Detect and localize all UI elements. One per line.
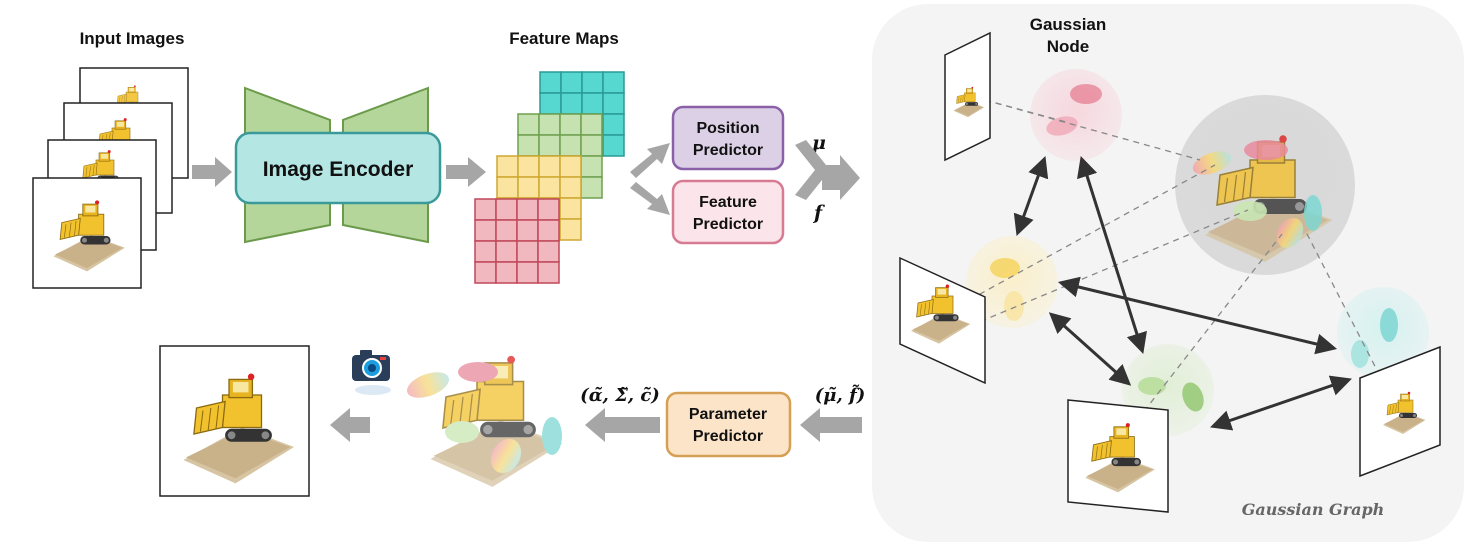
image-encoder-label: Image Encoder [263, 158, 414, 181]
position-predictor-line2: Predictor [693, 142, 763, 159]
input-images-stack [32, 67, 189, 289]
gaussian-graph-caption: Gaussian Graph [1242, 500, 1385, 519]
f-symbol: f [812, 202, 825, 224]
arrow-scene-to-render [330, 408, 370, 442]
parameter-predictor-line1: Parameter [689, 406, 767, 423]
rendered-output-image [159, 345, 310, 497]
gaussian-scene [406, 355, 564, 488]
arrow-parameter-to-gaussians [585, 408, 660, 442]
mu-f-tilde-label: (μ̃, f̃) [815, 384, 865, 406]
parameter-predictor-line2: Predictor [693, 428, 763, 445]
gaussian-node-line2: Node [1047, 37, 1090, 56]
camera-view-right [1359, 345, 1441, 478]
camera-view-top [944, 31, 991, 162]
feature-map-layer-4 [474, 198, 560, 284]
gaussian-sphere-red [1030, 69, 1122, 161]
position-predictor: Position Predictor [671, 105, 785, 171]
alpha-sigma-c-tilde-label: (α̃, Σ̃, c̃) [580, 385, 660, 406]
feature-predictor-line2: Predictor [693, 216, 763, 233]
feature-maps-stack [474, 71, 625, 284]
feature-maps-label: Feature Maps [509, 29, 619, 48]
position-predictor-line1: Position [696, 120, 759, 137]
arrow-fmap-to-feature [630, 182, 670, 215]
arrow-fmap-to-position [630, 143, 670, 178]
camera-view-bottom [1067, 399, 1169, 513]
image-encoder: Image Encoder [234, 86, 442, 244]
camera-view-left [899, 256, 986, 385]
graph-edges [1013, 155, 1352, 431]
gaussian-sphere-yellow [966, 236, 1058, 328]
mu-symbol: μ [812, 132, 826, 154]
arrow-graph-to-parameter [800, 408, 862, 442]
gaussian-node-line1: Gaussian [1030, 15, 1107, 34]
arrow-images-to-encoder [192, 157, 232, 187]
arrow-encoder-to-featuremaps [446, 157, 486, 187]
parameter-predictor: Parameter Predictor [665, 391, 792, 458]
feature-predictor: Feature Predictor [671, 179, 785, 245]
input-images-label: Input Images [80, 29, 185, 48]
feature-predictor-line1: Feature [699, 194, 757, 211]
merge-arrow [795, 140, 860, 200]
camera-icon [352, 350, 391, 395]
